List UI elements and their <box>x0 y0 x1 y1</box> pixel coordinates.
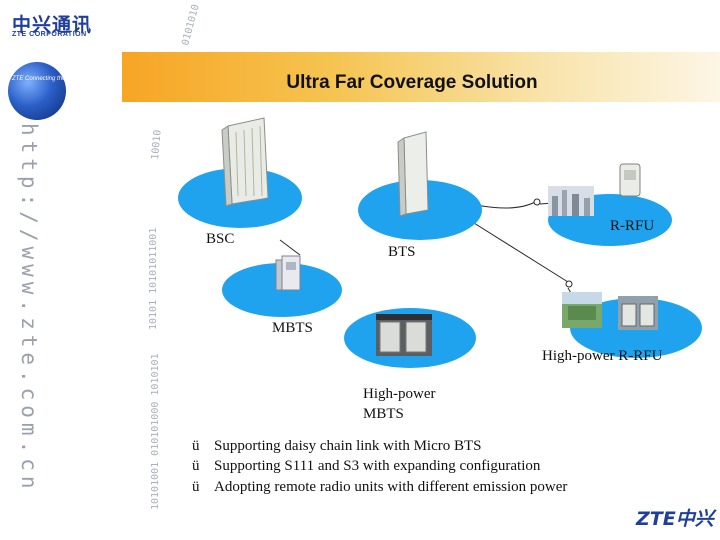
label-bsc: BSC <box>206 231 234 247</box>
bullet-text: Supporting daisy chain link with Micro B… <box>214 438 482 454</box>
label-hp-mbts-line2: MBTS <box>363 406 404 422</box>
binary-decor-top: 0101010 <box>180 3 202 47</box>
link-bsc-mbts <box>280 240 300 255</box>
label-hp-rrfu: High-power R-RFU <box>542 348 663 364</box>
bullet-text: Supporting S111 and S3 with expanding co… <box>214 458 540 474</box>
mbts-cabinet-icon <box>276 256 300 290</box>
label-rrfu: R-RFU <box>610 218 654 234</box>
bullet-text: Adopting remote radio units with differe… <box>214 479 567 495</box>
label-hp-mbts-line1: High-power <box>363 386 435 402</box>
footer-logo: ZTE中兴 <box>636 504 714 531</box>
binary-decor-right: 10101 10101011001 <box>148 228 159 330</box>
label-mbts: MBTS <box>272 320 313 336</box>
binary-decor-left: 10101001 010101000 1010101 <box>150 353 161 510</box>
bsc-cabinet-icon <box>222 118 268 206</box>
link-node <box>566 281 572 287</box>
label-bts: BTS <box>388 244 416 260</box>
binary-decor-mid: 10010 <box>150 129 164 160</box>
check-icon: ü <box>192 479 214 496</box>
check-icon: ü <box>192 458 214 475</box>
check-icon: ü <box>192 438 214 455</box>
hp-mbts-site-icon <box>376 314 432 356</box>
bts-cabinet-icon <box>398 132 428 216</box>
link-node <box>534 199 540 205</box>
